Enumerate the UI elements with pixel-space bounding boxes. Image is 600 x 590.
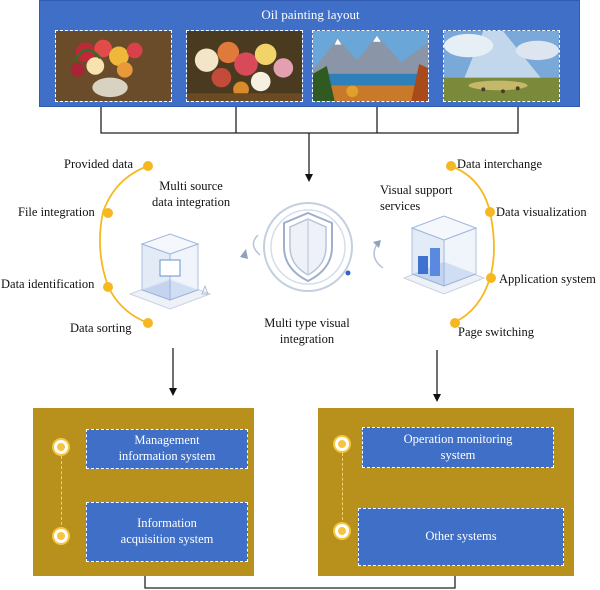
- ring-marker-icon: [335, 437, 349, 451]
- ring-marker-icon: [335, 524, 349, 538]
- shield-icon: [240, 202, 353, 292]
- label-multi-type-visual-integration: Multi type visual integration: [264, 316, 350, 346]
- box-management-information-system: Management information system: [86, 429, 248, 469]
- dashed-connector: [342, 453, 343, 525]
- dot-application-system: [486, 273, 496, 283]
- painting-mountain-lake: [312, 30, 429, 102]
- box-operation-monitoring-system: Operation monitoring system: [362, 427, 554, 468]
- dot-page-switching: [450, 318, 460, 328]
- painting-flowers-vase: [55, 30, 172, 102]
- data-cube-icon: [128, 233, 212, 310]
- ring-marker-icon: [54, 529, 68, 543]
- banner-title: Oil painting layout: [261, 7, 360, 22]
- label-provided-data: Provided data: [64, 157, 134, 171]
- panel-left: Management information system Informatio…: [33, 408, 254, 576]
- label-data-sorting: Data sorting: [70, 321, 132, 335]
- label-file-integration: File integration: [18, 205, 95, 219]
- label-multi-source-data-integration: Multi source data integration: [152, 179, 231, 209]
- ring-marker-icon: [54, 440, 68, 454]
- painting-sunbeam-field: [443, 30, 560, 102]
- label-data-visualization: Data visualization: [496, 205, 587, 219]
- label-visual-support-services: Visual support services: [380, 183, 453, 213]
- curved-arrow-icon: [373, 240, 384, 269]
- dot-data-identification: [103, 282, 113, 292]
- dashed-connector: [61, 456, 62, 530]
- chart-cube-icon: [402, 215, 486, 295]
- label-data-identification: Data identification: [1, 277, 95, 291]
- box-information-acquisition-system: Information acquisition system: [86, 502, 248, 562]
- label-data-interchange: Data interchange: [457, 157, 543, 171]
- dot-data-sorting: [143, 318, 153, 328]
- dot-data-visualization: [485, 207, 495, 217]
- box-other-systems: Other systems: [358, 508, 564, 566]
- label-page-switching: Page switching: [458, 325, 535, 339]
- dot-provided-data: [143, 161, 153, 171]
- dot-file-integration: [103, 208, 113, 218]
- painting-flower-bouquet: [186, 30, 303, 102]
- panel-right: Operation monitoring system Other system…: [318, 408, 574, 576]
- dot-data-interchange: [446, 161, 456, 171]
- oil-painting-banner: Oil painting layout: [39, 0, 580, 107]
- label-application-system: Application system: [499, 272, 596, 286]
